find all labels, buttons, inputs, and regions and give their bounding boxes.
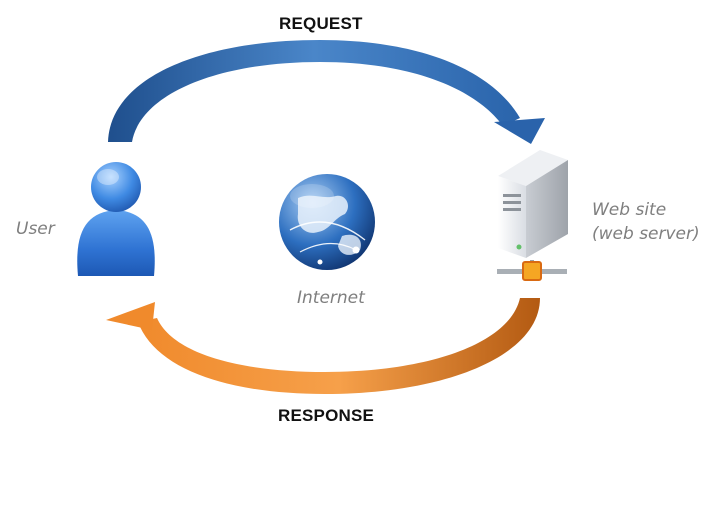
- server-label-line2: (web server): [592, 224, 700, 244]
- user-icon: [77, 162, 155, 276]
- response-arrow: [106, 298, 540, 394]
- server-label-line1: Web site: [592, 200, 667, 220]
- internet-label: Internet: [297, 288, 365, 308]
- request-arrow: [108, 40, 545, 144]
- user-label: User: [16, 219, 55, 239]
- request-label: REQUEST: [279, 14, 363, 33]
- response-label: RESPONSE: [278, 406, 375, 425]
- server-icon: [497, 150, 568, 281]
- globe-icon: [279, 174, 375, 270]
